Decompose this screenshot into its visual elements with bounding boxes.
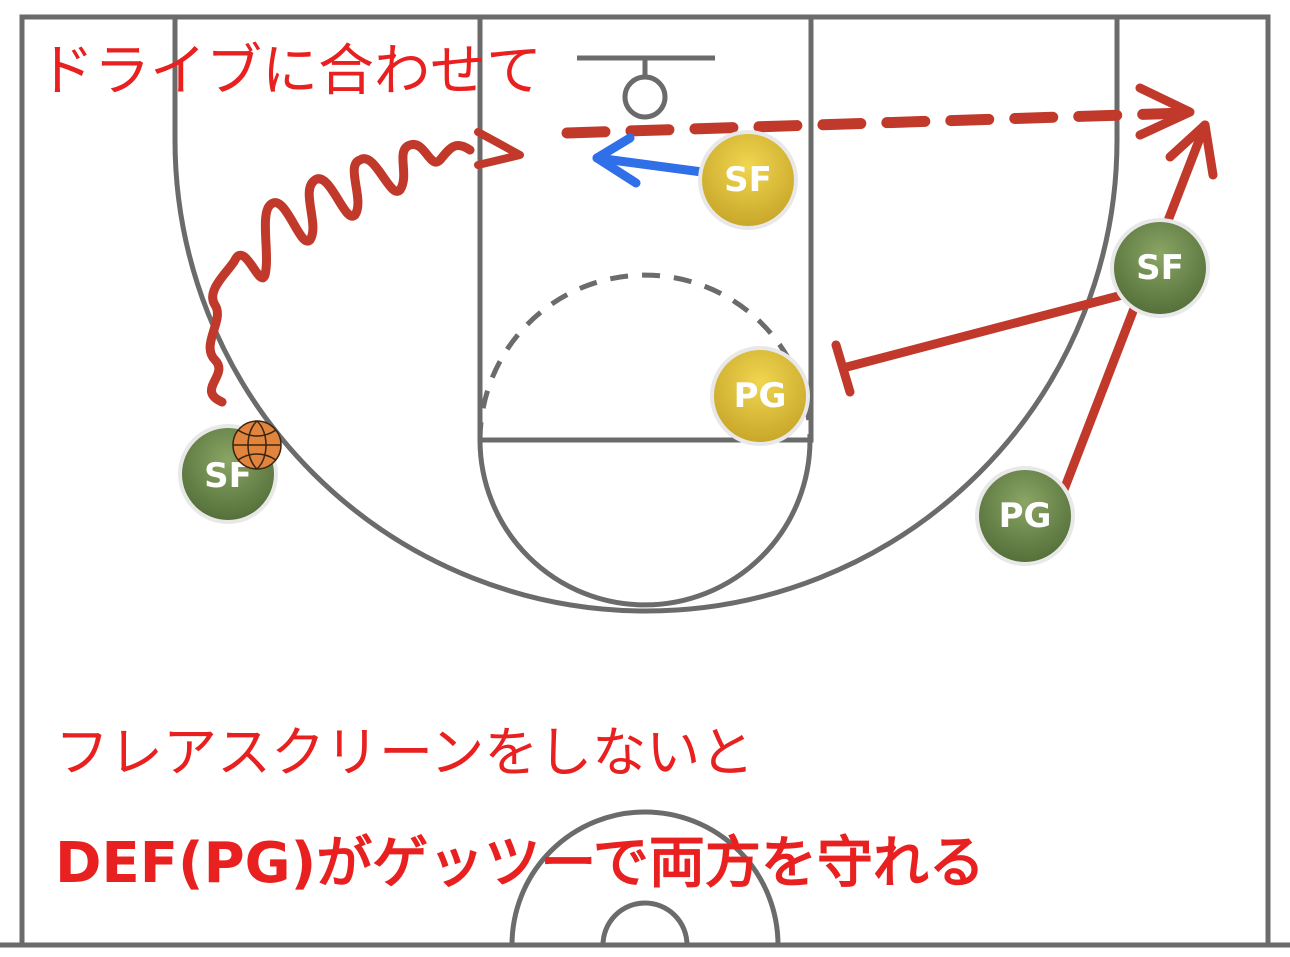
player-label: PG [999,496,1052,536]
caption-bottom-line1: フレアスクリーンをしないと [55,721,755,784]
rim [622,74,668,120]
three-point-line [172,17,1120,614]
basketball-icon [232,420,282,470]
player-label: PG [734,376,787,416]
player-defense-pg[interactable]: PG [710,346,810,446]
caption-top: ドライブに合わせて [38,39,542,104]
pg-cut-arrow [1055,120,1210,505]
paint-lane [477,14,814,443]
screen-t-end [831,340,855,397]
pg-cut-arrowhead [1165,120,1218,180]
center-circle-inner [600,900,690,946]
player-offense-pg[interactable]: PG [975,466,1075,566]
dribble-arrowhead [474,128,524,169]
blue-defender-arrow [592,153,707,177]
cut-dashed-arrow [561,107,1191,139]
court-lines [0,14,1290,948]
center-circle [509,809,781,946]
movement-lines [205,83,1218,505]
player-label: SF [724,160,772,200]
player-offense-sf-right[interactable]: SF [1110,218,1210,318]
screen-line [838,288,1135,373]
dribble-squiggle [205,140,475,407]
caption-bottom-line2: DEF(PG)がゲッツーで両方を守れる [55,831,985,896]
free-throw-circle-solid [477,439,813,608]
player-defense-sf[interactable]: SF [698,130,798,230]
free-throw-circle-dashed [477,272,813,441]
blue-arrowhead [592,133,641,188]
player-label: SF [1136,248,1184,288]
cut-arrowhead [1135,83,1195,140]
